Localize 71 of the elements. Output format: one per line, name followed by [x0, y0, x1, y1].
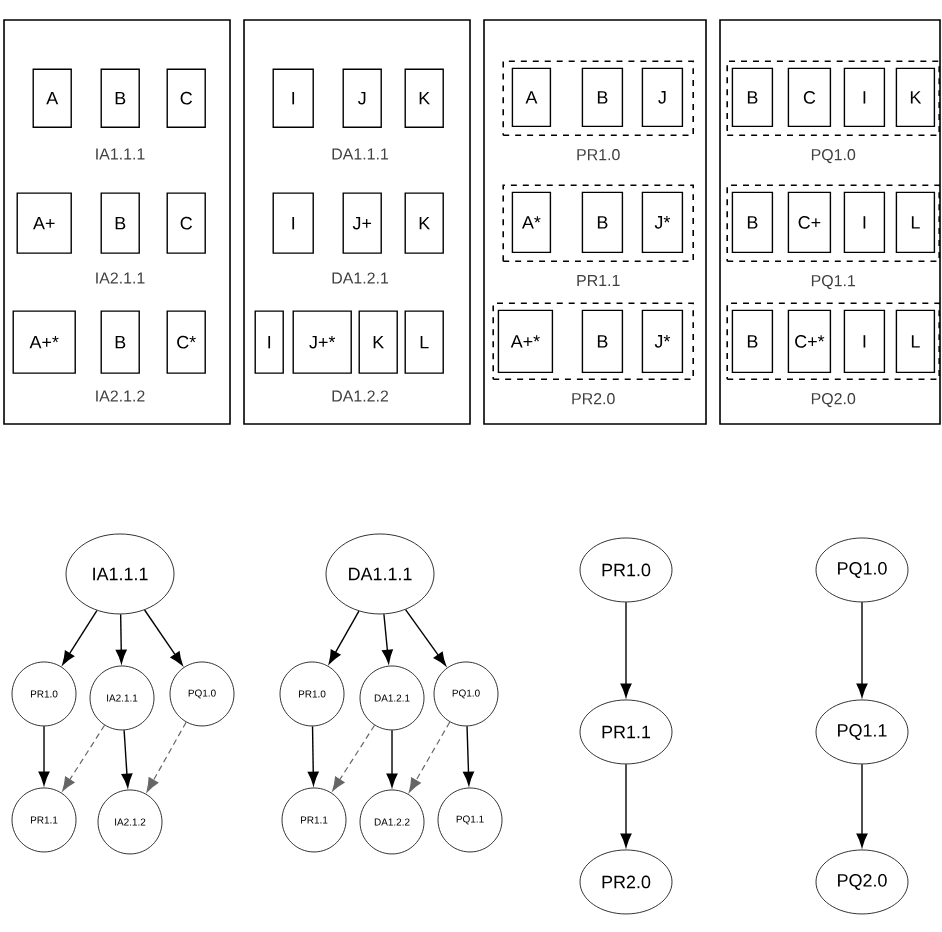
letter-box: K [358, 310, 398, 374]
letter-box: K [404, 192, 444, 254]
letter-box: L [895, 309, 936, 374]
panel-frame [483, 19, 707, 425]
arrow [121, 729, 133, 788]
arrow [307, 725, 319, 786]
arrow [332, 724, 376, 792]
letter-box: I [843, 191, 886, 254]
letter-box: A+* [497, 309, 554, 374]
letter-box: K [895, 67, 936, 128]
arrow [62, 724, 106, 792]
letter-box: C [166, 192, 206, 254]
letter-box: I [272, 192, 314, 254]
letter-box: L [895, 191, 936, 254]
arrow [408, 721, 451, 793]
letter-box: B [581, 67, 624, 128]
panel-frame [243, 19, 471, 425]
letter-box: C* [166, 310, 206, 374]
letter-box: C [166, 68, 206, 128]
letter-box: J [641, 67, 684, 128]
letter-box: K [404, 68, 444, 128]
letter-box: J+* [292, 310, 352, 374]
letter-box: A+ [16, 192, 72, 254]
letter-box: C+* [787, 309, 832, 374]
ellipse-node: PQ2.0 [815, 849, 909, 915]
letter-box: C+ [787, 191, 832, 254]
arrow [381, 613, 393, 664]
letter-box: A+* [12, 310, 76, 374]
arrow [328, 610, 360, 664]
letter-box: B [581, 309, 624, 374]
letter-box: B [100, 310, 140, 374]
panel-frame [719, 19, 941, 425]
letter-box: J [342, 68, 382, 128]
arrow [404, 608, 447, 666]
arrow [856, 601, 868, 698]
letter-box: L [404, 310, 444, 374]
letter-box: J* [641, 309, 684, 374]
arrow [115, 613, 127, 664]
ellipse-node: IA1.1.1 [65, 533, 175, 615]
letter-box: B [731, 309, 774, 374]
arrow [620, 763, 632, 848]
panel-frame [3, 19, 231, 425]
ellipse-node: PQ1.1 [815, 699, 909, 765]
letter-box: I [272, 68, 314, 128]
arrow [463, 725, 474, 786]
letter-box: I [843, 67, 886, 128]
letter-box: I [254, 310, 284, 374]
arrow [38, 725, 50, 786]
letter-box: B [731, 191, 774, 254]
arrow [856, 763, 868, 848]
letter-box: A [511, 67, 552, 128]
letter-box: I [843, 309, 886, 374]
letter-box: J* [641, 191, 684, 254]
arrow [62, 609, 98, 665]
letter-box: A* [511, 191, 552, 254]
letter-box: B [731, 67, 774, 128]
arrow [386, 729, 398, 788]
arrow [146, 721, 187, 793]
ellipse-node: PR1.1 [579, 699, 673, 765]
letter-box: B [100, 68, 140, 128]
letter-box: C [787, 67, 832, 128]
ellipse-node: DA1.1.1 [325, 533, 435, 615]
letter-box: B [581, 191, 624, 254]
ellipse-node: PQ1.0 [815, 537, 909, 603]
arrow [620, 601, 632, 698]
arrow [143, 609, 183, 666]
letter-box: B [100, 192, 140, 254]
ellipse-node: PR1.0 [579, 537, 673, 603]
ellipse-node: PR2.0 [579, 849, 673, 915]
letter-box: J+ [342, 192, 382, 254]
letter-box: A [32, 68, 72, 128]
